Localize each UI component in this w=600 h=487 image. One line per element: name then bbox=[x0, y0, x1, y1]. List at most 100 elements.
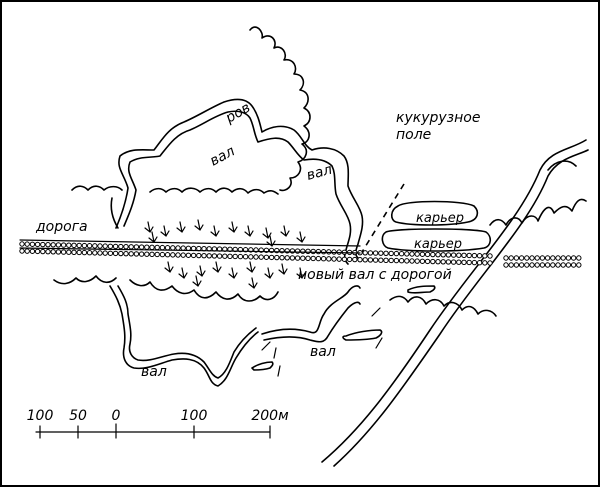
upper-rampart-inner bbox=[123, 110, 352, 265]
road-dot bbox=[154, 251, 160, 258]
slope-arrow bbox=[194, 219, 204, 231]
road-dot bbox=[185, 252, 192, 258]
road-dot bbox=[128, 244, 134, 250]
road-dot bbox=[29, 248, 36, 254]
road-dot bbox=[550, 255, 556, 261]
road-dot bbox=[164, 245, 171, 251]
mound-marks bbox=[261, 307, 383, 377]
road-dot bbox=[409, 258, 415, 264]
road-dot bbox=[555, 262, 561, 268]
road-dot bbox=[216, 253, 223, 259]
road-dot bbox=[326, 256, 332, 262]
road-dot bbox=[24, 248, 30, 254]
scale-tick-label: 200м bbox=[251, 408, 289, 424]
corn-field-boundary bbox=[249, 26, 311, 192]
road-dot bbox=[55, 249, 62, 255]
road-dot bbox=[393, 250, 400, 257]
road-dot bbox=[133, 251, 140, 257]
road-dot bbox=[544, 255, 551, 261]
side-road-left-edge bbox=[321, 139, 587, 463]
upper-rampart-label-2: вал bbox=[305, 162, 334, 184]
mound-2 bbox=[251, 361, 274, 371]
slope-arrow bbox=[228, 221, 238, 233]
mound-1 bbox=[342, 329, 383, 341]
road-dot bbox=[513, 262, 520, 268]
road-dot bbox=[242, 254, 249, 260]
road-dot bbox=[424, 251, 431, 258]
road-dot bbox=[570, 262, 577, 268]
quarry-label-1: карьер bbox=[416, 211, 464, 226]
road-dot bbox=[518, 255, 525, 261]
road-dot bbox=[71, 249, 77, 256]
road-dot bbox=[576, 262, 582, 268]
road-dot bbox=[237, 253, 244, 260]
road-dot bbox=[112, 243, 119, 250]
road-dot bbox=[372, 257, 379, 263]
road-dot bbox=[149, 244, 155, 251]
road-dot bbox=[513, 255, 520, 261]
road-dot bbox=[529, 255, 535, 261]
road-dot bbox=[362, 250, 368, 256]
slope-arrow bbox=[196, 265, 206, 277]
road-dot bbox=[55, 242, 62, 248]
road-dot bbox=[352, 256, 358, 263]
road-dot bbox=[112, 250, 119, 257]
road-dot bbox=[440, 259, 446, 265]
road-dot bbox=[248, 254, 254, 260]
slope-arrow bbox=[228, 267, 238, 279]
road-dot bbox=[560, 262, 566, 268]
scale-tick-label: 0 bbox=[112, 408, 121, 424]
road-dot bbox=[128, 251, 134, 257]
side-road-right-edge bbox=[333, 149, 589, 467]
road-dot bbox=[367, 257, 374, 263]
road-dot bbox=[518, 262, 525, 268]
road-dot bbox=[268, 254, 275, 261]
road-dot bbox=[487, 260, 493, 266]
road-dot bbox=[341, 256, 348, 262]
road-dot bbox=[50, 249, 56, 255]
road-dot bbox=[81, 242, 88, 249]
road-dot bbox=[378, 250, 384, 256]
slope-arrows-lower bbox=[164, 261, 306, 289]
road-dot bbox=[86, 250, 93, 256]
road-dot bbox=[388, 250, 394, 257]
road-dot bbox=[430, 251, 436, 258]
road-dot bbox=[86, 243, 93, 249]
road-dot bbox=[456, 252, 462, 258]
road-dot bbox=[305, 248, 311, 255]
road-dot bbox=[404, 258, 410, 264]
road-dot bbox=[565, 255, 572, 261]
slope-arrow bbox=[192, 275, 202, 287]
road-dot bbox=[310, 255, 316, 262]
road-dot bbox=[138, 251, 145, 257]
road-dot bbox=[206, 253, 212, 259]
road-dot bbox=[107, 243, 114, 249]
slope-arrow bbox=[160, 225, 170, 237]
road-dot bbox=[144, 244, 150, 250]
slope-arrow bbox=[246, 261, 256, 273]
road-dot bbox=[34, 241, 41, 248]
road-dot bbox=[482, 253, 488, 259]
road-dot bbox=[102, 243, 108, 249]
road-dot bbox=[508, 262, 514, 268]
slope-arrow bbox=[264, 267, 274, 279]
road-dot bbox=[435, 258, 441, 265]
road-dot bbox=[378, 257, 384, 263]
lower-rampart-inner bbox=[117, 285, 257, 379]
slope-arrow bbox=[212, 261, 222, 273]
road-dot bbox=[539, 262, 546, 268]
quarry-label-2: карьер bbox=[414, 237, 462, 252]
lower-rampart-right-outer bbox=[261, 285, 361, 335]
road-dot bbox=[372, 250, 379, 256]
road-dot bbox=[461, 259, 467, 266]
quarry-pit-1 bbox=[390, 200, 479, 226]
road-dot bbox=[461, 252, 467, 259]
road-dot bbox=[524, 262, 530, 268]
slope-arrows-upper bbox=[144, 219, 306, 247]
road-dot bbox=[471, 252, 478, 259]
road-dot bbox=[534, 255, 540, 261]
road-dot bbox=[346, 256, 353, 263]
road-dot bbox=[180, 252, 186, 258]
corn-field-label-line1: кукурузное bbox=[396, 110, 480, 126]
slope-arrow bbox=[262, 227, 272, 239]
